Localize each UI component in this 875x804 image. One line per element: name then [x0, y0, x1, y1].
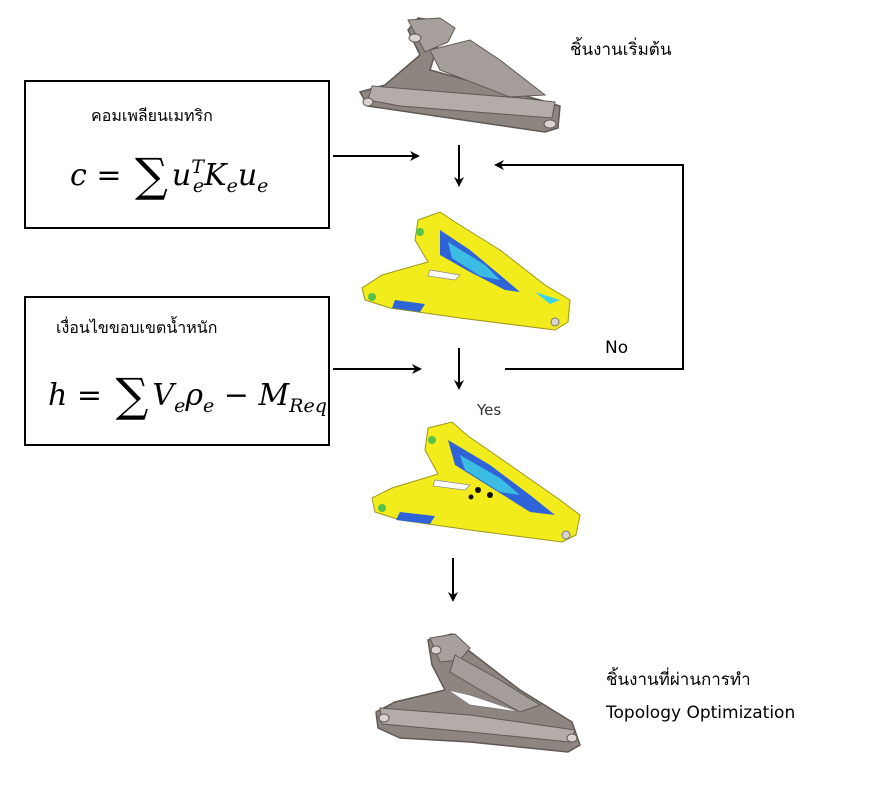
- formula-equals: =: [76, 378, 103, 413]
- no-loop-line: [494, 160, 684, 370]
- sum-symbol: ∑: [135, 148, 168, 202]
- initial-part-label: ชิ้นงานเริ่มต้น: [570, 40, 672, 60]
- final-part-label-line1: ชิ้นงานที่ผ่านการทำ: [606, 670, 751, 690]
- term-rho: ρ: [185, 378, 203, 413]
- yes-label: Yes: [477, 401, 502, 419]
- formula-h: h: [48, 378, 68, 413]
- term-rho-sub: e: [202, 395, 215, 417]
- term-K: K: [204, 158, 227, 193]
- term-V-sub: e: [174, 395, 186, 417]
- term-M: M: [258, 378, 290, 413]
- compliance-formula: c = ∑uTeKeue: [70, 148, 268, 202]
- term-K-sub: e: [226, 175, 238, 197]
- term-u2: u: [237, 158, 258, 193]
- formula-equals: =: [96, 158, 122, 193]
- term-u-sup: T: [191, 156, 204, 178]
- term-u-sub: e: [192, 175, 205, 197]
- constraint-title: เงื่อนไขขอบเขตน้ำหนัก: [56, 318, 218, 337]
- term-M-sub: Req: [289, 395, 327, 417]
- no-label: No: [605, 338, 629, 358]
- term-minus: −: [223, 378, 249, 413]
- term-u: u: [171, 158, 192, 193]
- compliance-title: คอมเพลียนเมทริก: [91, 106, 213, 125]
- compliance-box: คอมเพลียนเมทริก c = ∑uTeKeue: [24, 80, 330, 229]
- term-u2-sub: e: [257, 175, 269, 197]
- term-V: V: [152, 378, 175, 413]
- sum-symbol: ∑: [115, 368, 149, 422]
- final-part-label-line2: Topology Optimization: [606, 703, 796, 723]
- constraint-box: เงื่อนไขขอบเขตน้ำหนัก h = ∑Veρe − MReq: [24, 296, 330, 446]
- constraint-formula: h = ∑Veρe − MReq: [48, 368, 327, 422]
- formula-c: c: [70, 158, 87, 193]
